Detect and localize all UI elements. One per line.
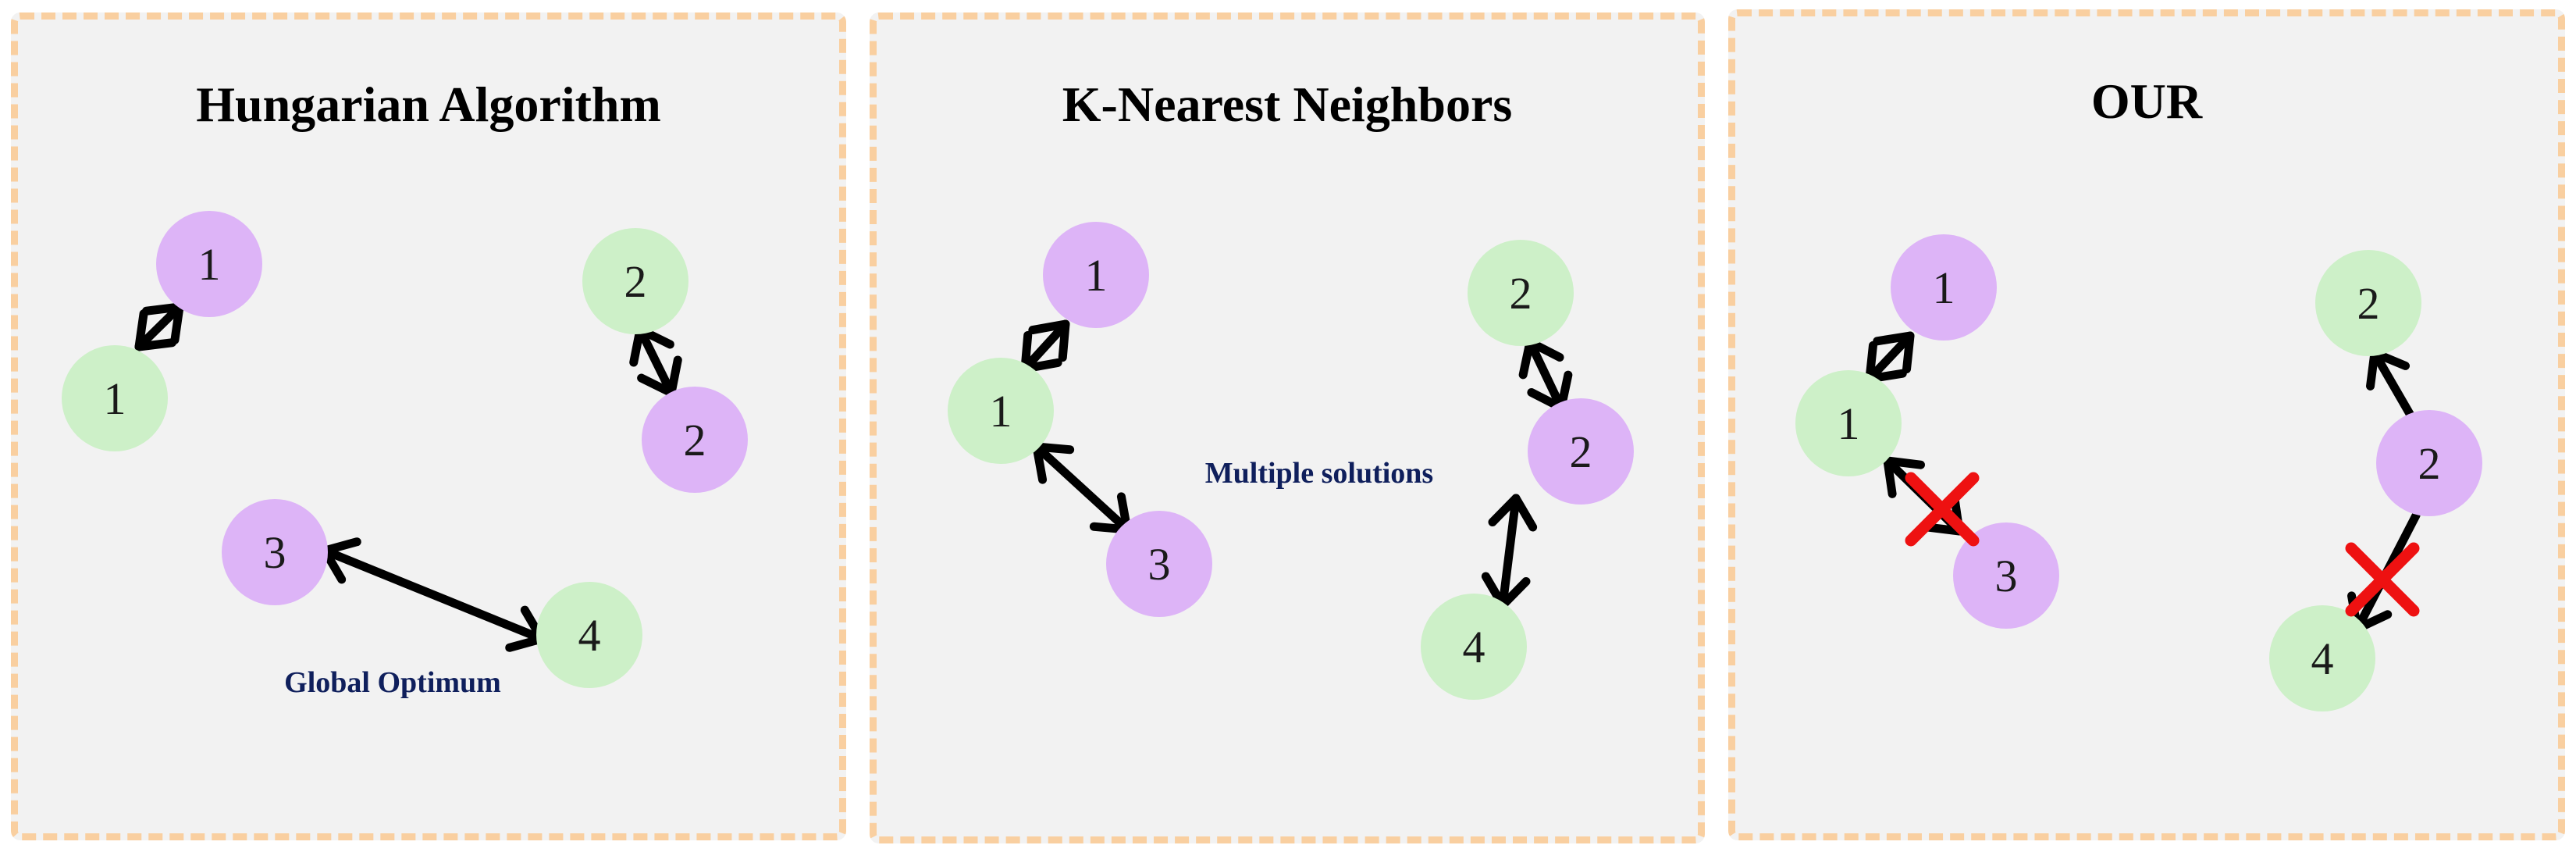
node-label: 1 <box>1838 398 1860 449</box>
node-label: 4 <box>2311 633 2334 684</box>
node-circle <box>1528 398 1634 505</box>
node-label: 2 <box>2357 278 2380 329</box>
node-label: 2 <box>1570 426 1592 477</box>
purple-node: 2 <box>642 387 748 493</box>
cross-stroke <box>1905 472 1980 547</box>
purple-node: 1 <box>1043 222 1149 328</box>
arrow-shaft <box>2370 348 2417 423</box>
node-label: 3 <box>1148 539 1171 590</box>
node-circle <box>1891 234 1997 341</box>
arrow-shaft <box>1525 337 1566 412</box>
node-label: 4 <box>1463 622 1485 672</box>
node-circle <box>1468 240 1574 346</box>
green-node: 4 <box>1421 594 1527 700</box>
green-node: 4 <box>2269 605 2375 711</box>
node-circle <box>2269 605 2375 711</box>
purple-node: 2 <box>2376 410 2482 516</box>
node-circle <box>948 358 1054 464</box>
cross-layer <box>1905 472 2420 617</box>
node-circle <box>2376 410 2482 516</box>
blocked-cross-icon <box>2345 542 2420 617</box>
node-label: 2 <box>2418 438 2441 489</box>
node-label: 3 <box>264 527 286 578</box>
arrow-shaft <box>1032 442 1132 534</box>
node-label: 2 <box>684 415 706 465</box>
panel-title: K-Nearest Neighbors <box>1062 77 1513 132</box>
node-label: 4 <box>578 610 601 661</box>
node-circle <box>1043 222 1149 328</box>
panel-annotation: Global Optimum <box>284 666 501 699</box>
arrow-shaft <box>1865 331 1915 383</box>
panel-annotation: Multiple solutions <box>1205 457 1433 490</box>
green-node: 4 <box>536 582 642 688</box>
single-arrow <box>2366 348 2417 423</box>
blocked-cross-icon <box>1905 472 1980 547</box>
purple-node: 3 <box>1953 522 2059 629</box>
node-circle <box>1795 370 1902 476</box>
double-arrow <box>629 325 682 398</box>
arrow-head <box>1028 319 1070 362</box>
node-circle <box>536 582 642 688</box>
node-label: 1 <box>1085 250 1108 301</box>
arrow-shaft <box>320 546 546 644</box>
green-node: 1 <box>62 345 168 451</box>
double-arrow <box>1518 337 1573 412</box>
node-label: 3 <box>1995 551 2018 601</box>
purple-node: 3 <box>222 499 328 605</box>
node-label: 1 <box>990 386 1012 437</box>
node-circle <box>1421 594 1527 700</box>
green-node: 2 <box>2315 250 2421 356</box>
arrow-head <box>1883 456 1925 498</box>
double-arrow <box>320 537 546 652</box>
double-arrow <box>1865 331 1915 383</box>
panel-title: OUR <box>2090 73 2203 129</box>
node-circle <box>222 499 328 605</box>
node-circle <box>62 345 168 451</box>
arrow-head <box>1873 331 1915 374</box>
double-arrow <box>134 302 184 351</box>
arrow-shaft <box>635 325 676 398</box>
cross-stroke <box>2345 542 2420 617</box>
double-arrow <box>1481 494 1538 610</box>
arrow-head <box>134 309 176 351</box>
purple-node: 1 <box>156 211 262 317</box>
double-arrow <box>1032 442 1132 534</box>
green-node: 1 <box>948 358 1054 464</box>
arrow-shaft <box>1498 494 1521 610</box>
nodes-layer: 1 1 2 2 3 4 1 1 3 2 2 4 1 1 3 2 2 4 <box>62 211 2482 711</box>
node-circle <box>156 211 262 317</box>
node-label: 1 <box>104 373 126 424</box>
node-circle <box>1953 522 2059 629</box>
node-label: 1 <box>198 239 221 290</box>
node-circle <box>2315 250 2421 356</box>
node-circle <box>582 228 688 334</box>
green-node: 2 <box>1468 240 1574 346</box>
purple-node: 1 <box>1891 234 1997 341</box>
purple-node: 3 <box>1106 511 1212 617</box>
node-label: 2 <box>1510 268 1532 319</box>
panel-title: Hungarian Algorithm <box>196 77 661 132</box>
green-node: 1 <box>1795 370 1902 476</box>
node-circle <box>642 387 748 493</box>
arrow-head <box>1488 494 1538 532</box>
purple-node: 2 <box>1528 398 1634 505</box>
node-label: 1 <box>1933 262 1955 313</box>
arrow-shaft <box>1020 319 1070 373</box>
node-label: 2 <box>624 256 647 307</box>
node-circle <box>1106 511 1212 617</box>
green-node: 2 <box>582 228 688 334</box>
double-arrow <box>1020 319 1070 373</box>
arrow-shaft <box>134 302 184 351</box>
